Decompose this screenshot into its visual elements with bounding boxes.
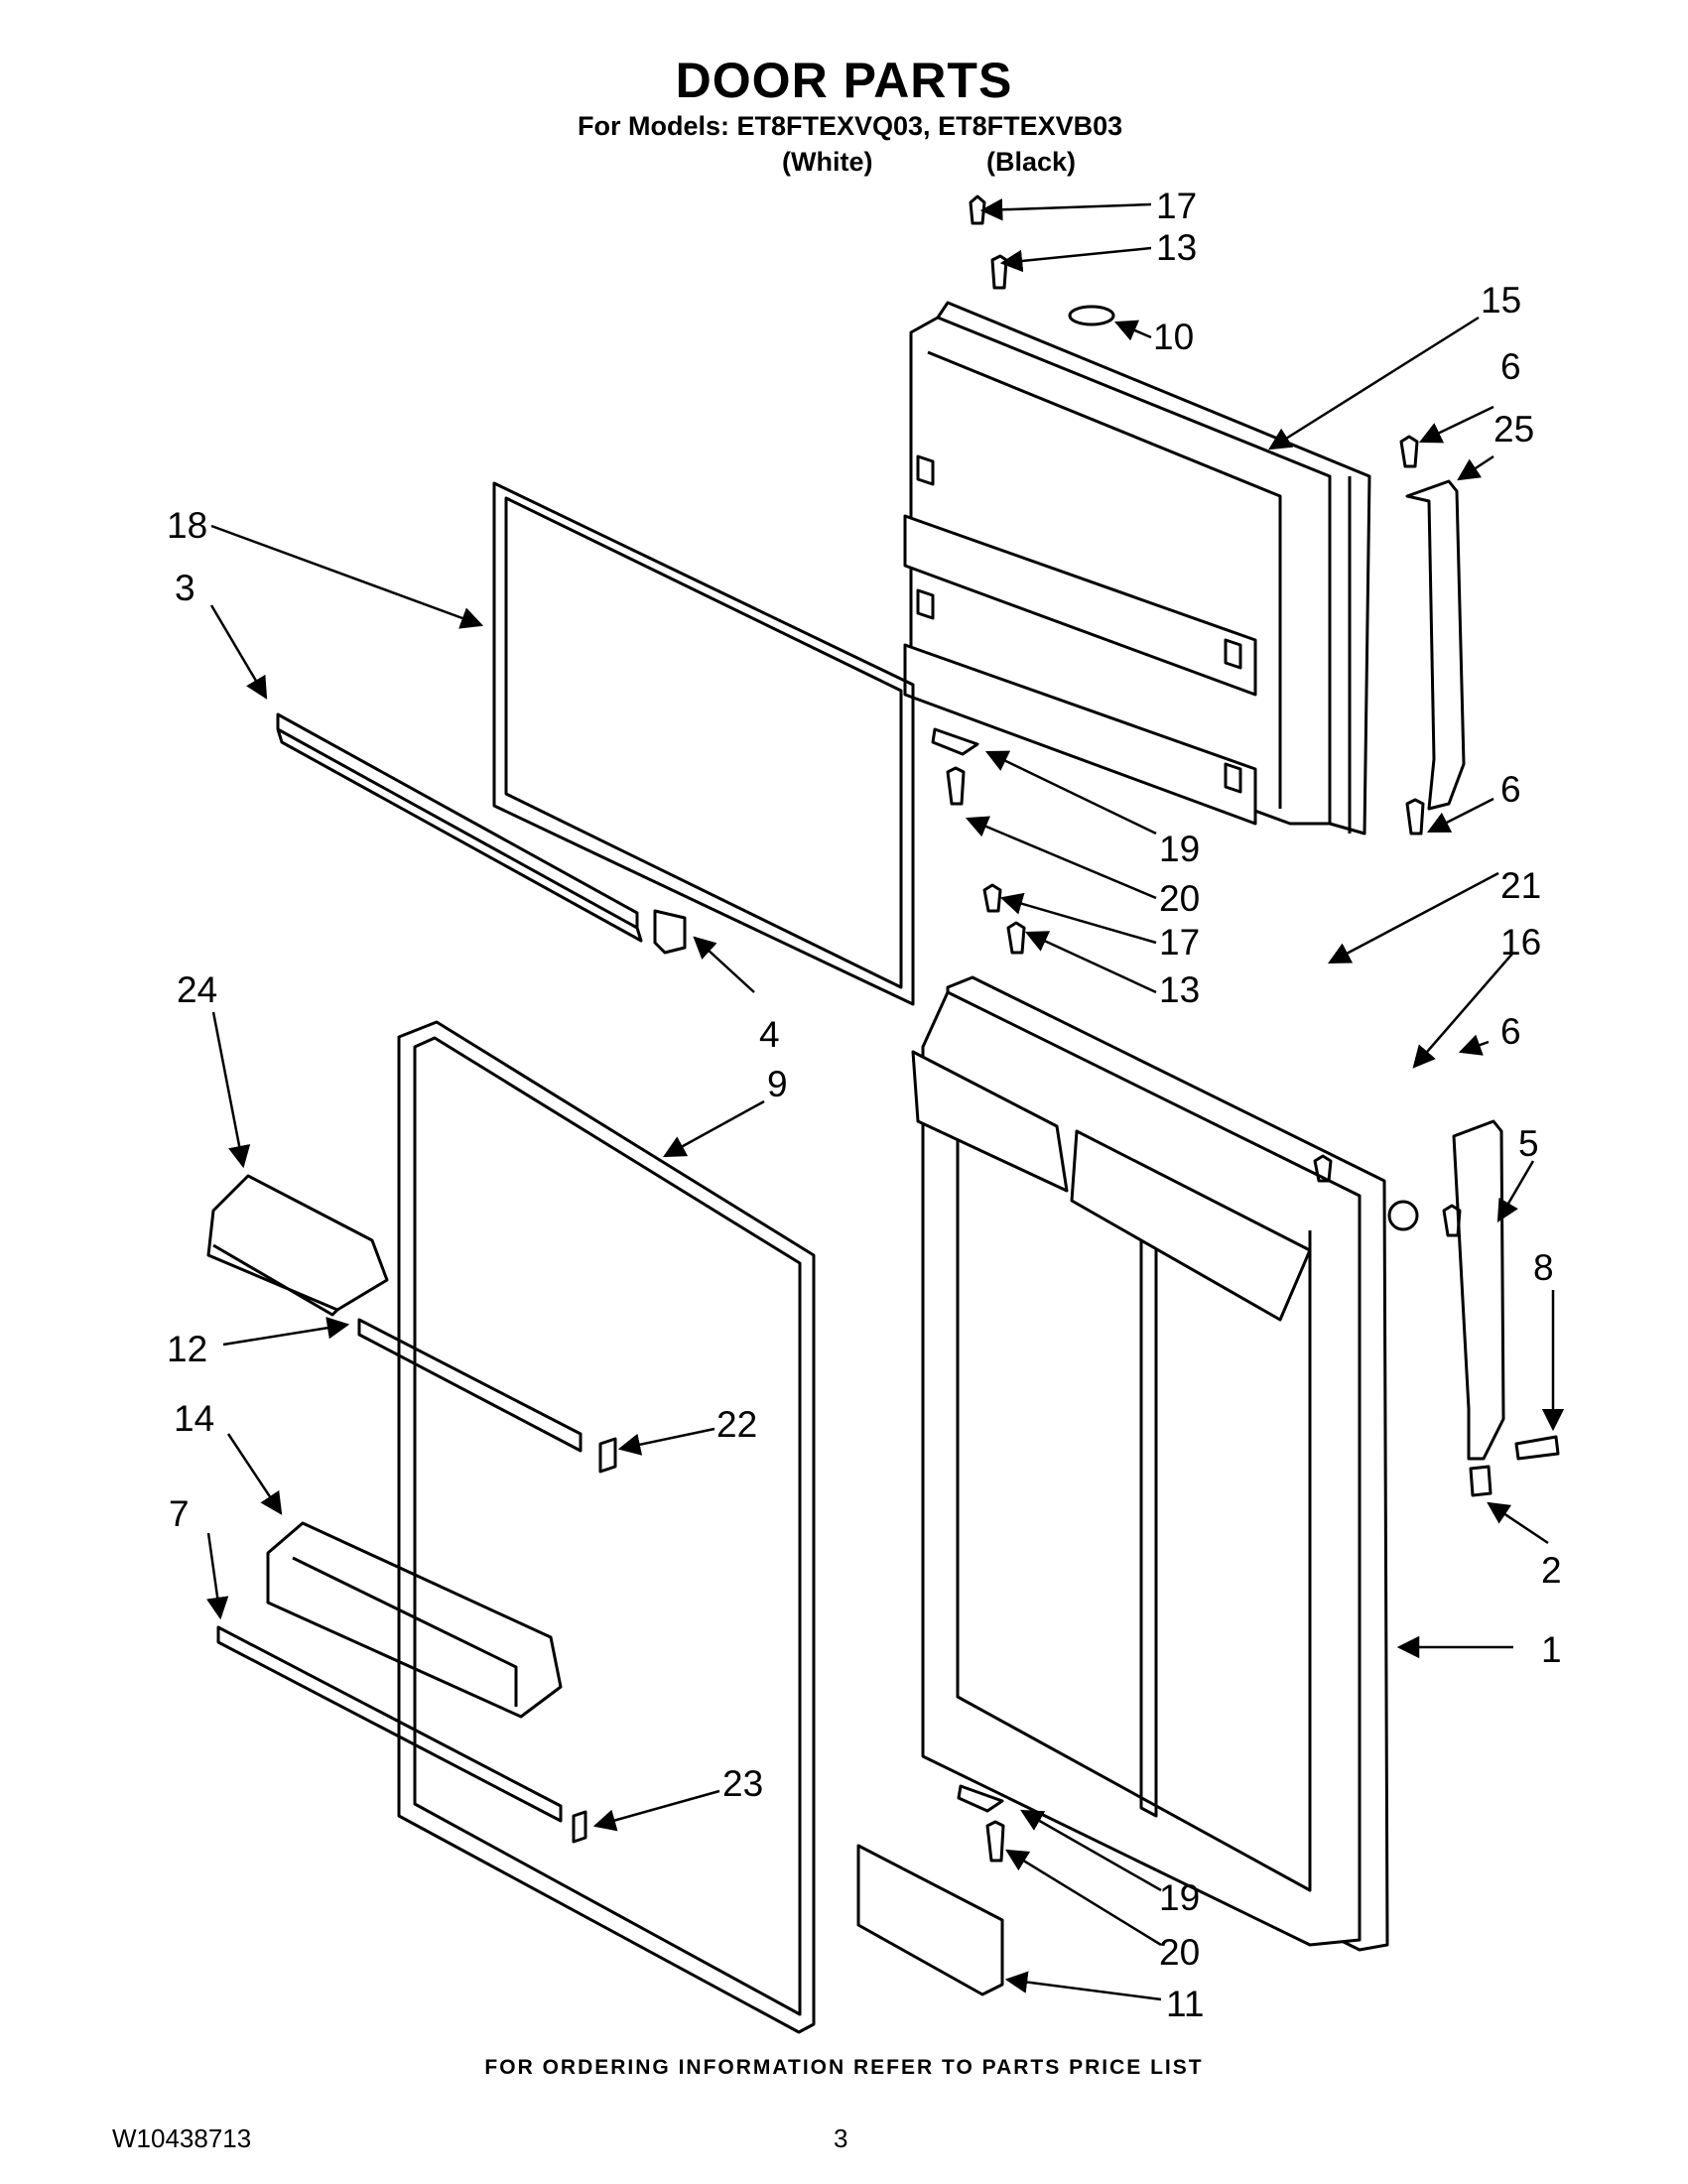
callout-leaders xyxy=(206,198,1565,2001)
callout-8: 8 xyxy=(1533,1247,1554,1288)
callout-1: 1 xyxy=(1541,1629,1562,1670)
callout-17-mid: 17 xyxy=(1159,922,1200,963)
callout-20-bottom: 20 xyxy=(1159,1932,1200,1973)
callout-16: 16 xyxy=(1500,922,1541,963)
document-number: W10438713 xyxy=(112,2123,252,2153)
callout-6-b: 6 xyxy=(1500,769,1521,810)
fresh-food-gasket xyxy=(397,1020,816,2034)
callout-23: 23 xyxy=(722,1763,763,1804)
callout-22: 22 xyxy=(716,1404,757,1445)
callout-3: 3 xyxy=(175,568,195,608)
clip-23 xyxy=(572,1810,587,1844)
callout-6-a: 6 xyxy=(1500,346,1521,387)
page-number: 3 xyxy=(834,2123,848,2153)
callout-20-top: 20 xyxy=(1159,878,1200,919)
callout-18: 18 xyxy=(167,505,207,546)
callout-13-top: 13 xyxy=(1156,227,1197,268)
variant-black: (Black) xyxy=(986,147,1077,177)
dairy-rail xyxy=(357,1318,583,1453)
variant-white: (White) xyxy=(782,147,873,177)
callout-7: 7 xyxy=(169,1493,190,1534)
hardware-parts xyxy=(931,194,1560,1863)
fresh-food-handle xyxy=(1452,1119,1505,1461)
callout-19-top: 19 xyxy=(1159,829,1200,869)
clip-4 xyxy=(653,909,687,955)
ordering-info-note: FOR ORDERING INFORMATION REFER TO PARTS … xyxy=(484,2056,1204,2079)
callout-15: 15 xyxy=(1481,280,1521,321)
callout-13-mid: 13 xyxy=(1159,969,1200,1010)
callout-6-c: 6 xyxy=(1500,1011,1521,1052)
freezer-handle xyxy=(1405,479,1466,811)
kick-panel xyxy=(856,1844,1004,1996)
callout-12: 12 xyxy=(167,1329,207,1369)
callout-2: 2 xyxy=(1541,1550,1562,1591)
freezer-door xyxy=(903,301,1371,835)
callout-17-top: 17 xyxy=(1156,186,1197,226)
door-bin-rail xyxy=(216,1625,563,1823)
callout-19-bottom: 19 xyxy=(1159,1877,1200,1918)
models-subtitle: For Models: ET8FTEXVQ03, ET8FTEXVB03 xyxy=(578,111,1123,141)
door-bin xyxy=(266,1521,563,1719)
callout-labels: 17 13 10 15 6 25 18 3 19 20 6 21 17 13 1… xyxy=(167,186,1562,2024)
callout-10: 10 xyxy=(1153,317,1194,357)
freezer-gasket xyxy=(492,481,915,1006)
fresh-food-door xyxy=(911,975,1389,1952)
callout-14: 14 xyxy=(174,1398,214,1439)
callout-21: 21 xyxy=(1500,865,1541,906)
callout-24: 24 xyxy=(177,969,217,1010)
callout-5: 5 xyxy=(1518,1123,1539,1164)
callout-9: 9 xyxy=(767,1064,788,1104)
shelf-retainer-bar-3 xyxy=(276,712,643,943)
callout-4: 4 xyxy=(759,1014,780,1055)
callout-25: 25 xyxy=(1493,409,1534,450)
page-title: DOOR PARTS xyxy=(675,53,1013,108)
callout-11: 11 xyxy=(1166,1984,1204,2024)
end-cap-22 xyxy=(598,1437,617,1474)
dairy-door xyxy=(206,1174,389,1317)
